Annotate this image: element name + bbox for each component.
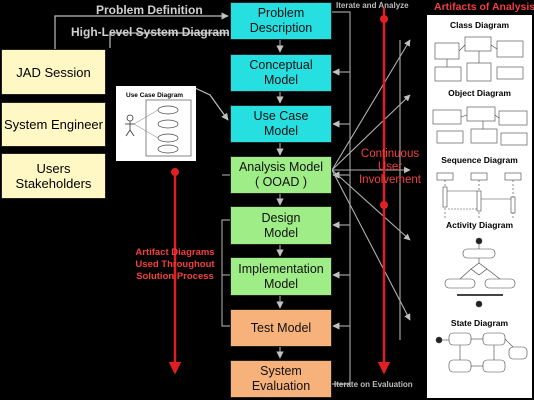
jad-session-label: JAD Session [16, 64, 91, 80]
analysis-model-label: Analysis Model ( OOAD ) [238, 160, 324, 189]
design-model-box: Design Model [230, 206, 332, 245]
use-case-sketch [125, 99, 192, 157]
iterate-evaluation-label: Iterate on Evaluation [334, 380, 413, 389]
continuous-user-involvement-note: Continuous User Involvement [358, 148, 421, 186]
analysis-model-box: Analysis Model ( OOAD ) [230, 156, 332, 194]
design-model-label: Design Model [261, 210, 301, 240]
artifacts-panel: Class Diagram Object Diagram Sequence Di… [427, 15, 532, 398]
activity-diagram-title: Activity Diagram [445, 220, 514, 230]
conceptual-model-label: Conceptual Model [249, 58, 313, 87]
system-evaluation-box: System Evaluation [230, 360, 332, 398]
jad-session-box: JAD Session [1, 49, 106, 95]
state-diagram-title: State Diagram [450, 318, 509, 328]
involvement-red-arrow [377, 8, 391, 375]
iterate-bus [221, 11, 351, 385]
test-model-label: Test Model [250, 320, 312, 335]
artifacts-of-analysis-label: Artifacts of Analysis [434, 1, 534, 13]
use-case-diagram-caption: Use Case Diagram [126, 92, 184, 99]
iterate-analyze-label: Iterate and Analyze [336, 1, 409, 10]
problem-definition-label: Problem Definition [96, 3, 203, 17]
use-case-diagram-thumbnail: Use Case Diagram [116, 86, 196, 161]
high-level-system-diagram-label: High-Level System Diagram [71, 25, 230, 39]
artifact-red-arrow [168, 168, 182, 375]
conceptual-model-box: Conceptual Model [230, 54, 332, 92]
problem-description-label: Problem Description [249, 6, 313, 35]
use-case-model-label: Use Case Model [253, 109, 309, 138]
implementation-model-label: Implementation Model [238, 261, 324, 291]
object-diagram-title: Object Diagram [448, 88, 511, 98]
artifact-diagrams-note: Artifact Diagrams Used Throughout Soluti… [135, 247, 215, 282]
artifact-fanout [331, 39, 411, 340]
high-level-line [109, 32, 228, 48]
users-stakeholders-label: Users Stakeholders [15, 161, 92, 191]
usecase-to-model-line [194, 87, 229, 121]
system-evaluation-label: System Evaluation [251, 364, 311, 393]
system-engineer-box: System Engineer [1, 102, 106, 147]
users-stakeholders-box: Users Stakeholders [1, 153, 106, 199]
problem-description-box: Problem Description [230, 2, 332, 40]
sequence-diagram-title: Sequence Diagram [441, 155, 518, 165]
test-model-box: Test Model [230, 309, 332, 347]
artifacts-sketches [432, 36, 528, 373]
use-case-model-box: Use Case Model [230, 105, 332, 143]
system-engineer-label: System Engineer [4, 117, 103, 132]
implementation-model-box: Implementation Model [230, 257, 332, 296]
class-diagram-title: Class Diagram [449, 20, 510, 30]
problem-definition-line [54, 12, 229, 60]
